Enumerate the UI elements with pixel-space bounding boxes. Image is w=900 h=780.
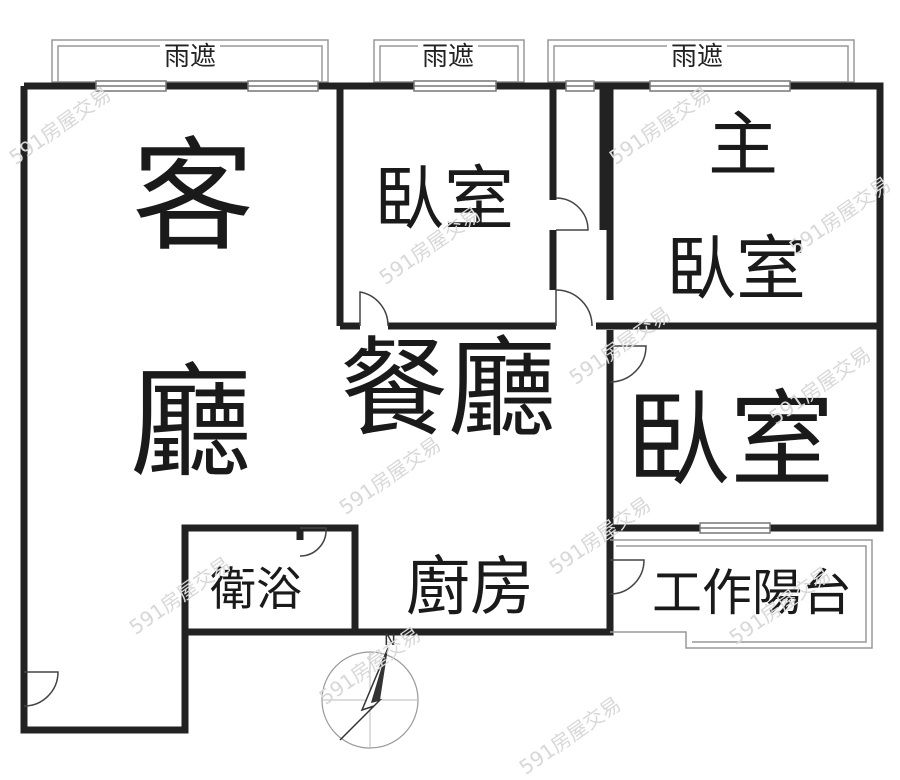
bedroom-b-label: 臥室 bbox=[626, 379, 835, 501]
canopy-label-middle: 雨遮 bbox=[418, 44, 479, 70]
windows bbox=[95, 80, 791, 534]
master-bedroom-label-top: 主 bbox=[708, 104, 778, 186]
dining-room-label: 餐廳 bbox=[340, 327, 557, 452]
kitchen-label: 廚房 bbox=[406, 551, 534, 625]
compass-icon bbox=[321, 647, 419, 749]
living-room-label-top: 客 bbox=[132, 126, 254, 268]
service-balcony-label: 工作陽台 bbox=[652, 564, 852, 622]
interior-walls bbox=[185, 86, 880, 636]
master-bedroom-label-bottom: 臥室 bbox=[666, 228, 806, 310]
canopy-label-left: 雨遮 bbox=[160, 44, 221, 70]
living-room-label-bottom: 廳 bbox=[130, 352, 252, 494]
bedroom-a-label: 臥室 bbox=[374, 158, 514, 240]
doors bbox=[23, 197, 647, 707]
bathroom-label: 衛浴 bbox=[210, 562, 302, 616]
canopy-label-right: 雨遮 bbox=[667, 44, 728, 70]
compass-north-label: N bbox=[384, 630, 396, 649]
balcony-outline bbox=[610, 539, 873, 649]
